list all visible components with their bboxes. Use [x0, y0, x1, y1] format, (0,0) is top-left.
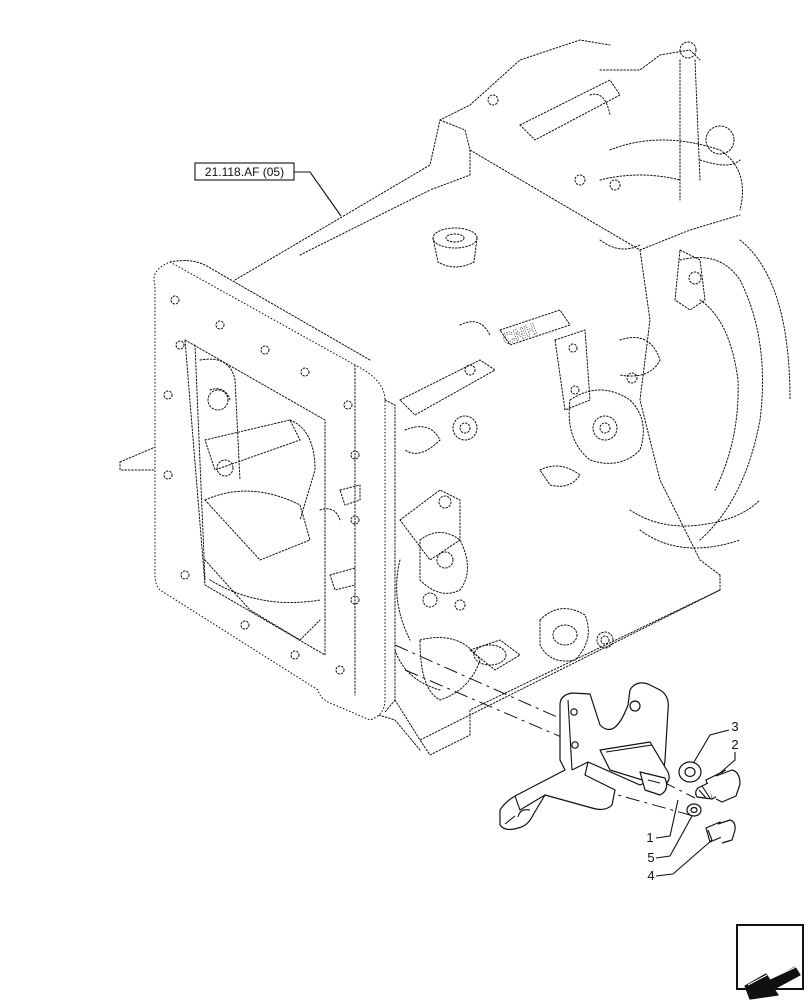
- bracket-part-1: [499, 682, 670, 831]
- callout-label-4: 4: [647, 868, 654, 883]
- callout-label-2: 2: [731, 737, 738, 752]
- bolt-part-4: [705, 819, 736, 844]
- callout-5: 5: [647, 815, 693, 865]
- navigation-arrow-icon[interactable]: [736, 924, 804, 1000]
- callout-1: 1: [646, 799, 679, 845]
- callout-3: 3: [693, 719, 739, 763]
- callout-4: 4: [647, 839, 713, 883]
- callout-label-5: 5: [647, 850, 654, 865]
- svg-text:CNH: CNH: [501, 321, 539, 349]
- reference-label[interactable]: 21.118.AF (05): [194, 162, 295, 181]
- washer-part-5: [686, 803, 702, 817]
- reference-leader-line: [294, 171, 342, 217]
- reference-label-text: 21.118.AF (05): [205, 165, 284, 179]
- transmission-housing: CNH: [119, 39, 791, 756]
- callout-2: 2: [719, 737, 739, 774]
- callout-label-3: 3: [731, 719, 738, 734]
- front-flange: [153, 260, 396, 721]
- washer-part-3: [678, 761, 702, 783]
- callout-label-1: 1: [646, 830, 653, 845]
- bolt-part-2: [695, 769, 741, 803]
